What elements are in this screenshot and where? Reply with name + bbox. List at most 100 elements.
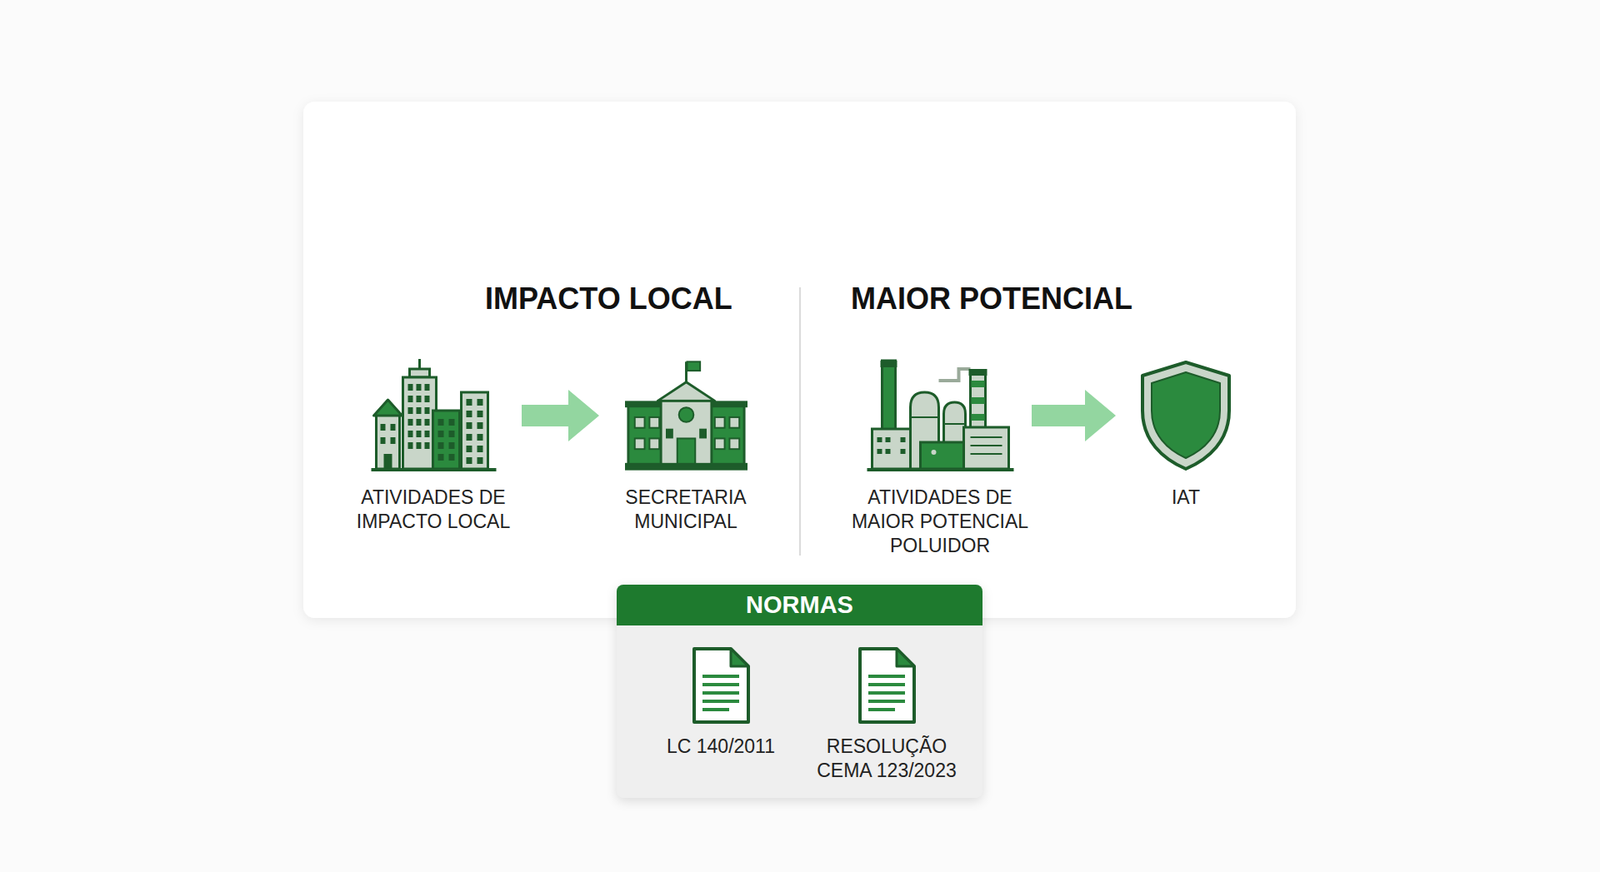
window-shape bbox=[729, 417, 740, 429]
chimney-stripe bbox=[970, 397, 985, 405]
window-shape bbox=[424, 419, 430, 426]
factory-icon bbox=[866, 359, 1015, 473]
window-shape bbox=[476, 434, 483, 441]
round-window bbox=[678, 407, 694, 423]
window-shape bbox=[437, 419, 444, 426]
window-shape bbox=[476, 422, 483, 430]
document-line bbox=[702, 675, 740, 679]
pediment-shape bbox=[657, 382, 715, 402]
document-line bbox=[868, 683, 905, 687]
vent-line bbox=[970, 436, 1002, 439]
node-label: SECRETARIA MUNICIPAL bbox=[610, 485, 761, 535]
window-shape bbox=[465, 410, 472, 418]
document-outline bbox=[694, 649, 749, 723]
window-shape bbox=[437, 454, 444, 461]
window-shape bbox=[448, 430, 455, 438]
ground-line bbox=[866, 468, 1014, 472]
roof-shape bbox=[373, 400, 402, 416]
node-label: IAT bbox=[1127, 485, 1245, 510]
document-line bbox=[702, 691, 740, 695]
window-shape bbox=[634, 438, 645, 450]
window-shape bbox=[415, 395, 421, 403]
window-shape bbox=[714, 438, 725, 450]
window-shape bbox=[415, 407, 421, 415]
window-shape bbox=[424, 384, 430, 391]
silo-band bbox=[943, 423, 965, 425]
building-shape bbox=[402, 377, 436, 470]
window-shape bbox=[415, 384, 421, 391]
doc-icon bbox=[690, 646, 751, 725]
ground-line bbox=[370, 468, 496, 472]
building-shape bbox=[963, 427, 1009, 470]
document-fold bbox=[730, 649, 749, 667]
chimney-stripe bbox=[970, 414, 985, 421]
window-shape bbox=[437, 442, 444, 450]
window-shape bbox=[407, 430, 413, 438]
window-shape bbox=[380, 437, 385, 445]
wing-shape bbox=[707, 405, 744, 465]
node-label: ATIVIDADES DE MAIOR POTENCIAL POLUIDOR bbox=[840, 485, 1040, 559]
window-shape bbox=[407, 384, 413, 391]
document-line bbox=[868, 675, 905, 679]
window-shape bbox=[415, 430, 421, 438]
window-shape bbox=[699, 429, 707, 440]
window-shape bbox=[465, 399, 472, 406]
window-shape bbox=[424, 430, 430, 438]
window-shape bbox=[448, 454, 455, 461]
window-shape bbox=[437, 430, 444, 438]
flow-arrow bbox=[521, 390, 600, 442]
chimney-stripe bbox=[970, 380, 985, 388]
window-shape bbox=[900, 449, 905, 455]
shield-icon bbox=[1137, 359, 1235, 473]
window-shape bbox=[714, 417, 725, 429]
group-box: NORMAS LC 140/2011 RESOLUÇÃO CEMA 123/2023 bbox=[616, 585, 983, 799]
silo-band bbox=[910, 416, 939, 419]
window-shape bbox=[390, 424, 395, 431]
icon-node: RESOLUÇÃO CEMA 123/2023 bbox=[803, 646, 970, 784]
window-shape bbox=[476, 445, 483, 453]
document-outline bbox=[860, 649, 915, 723]
facade-shape bbox=[660, 400, 712, 465]
building-shape bbox=[375, 414, 400, 470]
window-shape bbox=[465, 457, 472, 465]
city-icon bbox=[370, 359, 498, 473]
node-label: LC 140/2011 bbox=[650, 735, 792, 760]
gov-icon bbox=[625, 359, 748, 473]
icon-node: IAT bbox=[1127, 359, 1245, 510]
pipe-line bbox=[938, 369, 970, 381]
shield-inner bbox=[1151, 372, 1220, 459]
card-panel bbox=[303, 101, 1296, 619]
vent-line bbox=[970, 445, 1002, 447]
chimney-top bbox=[880, 360, 897, 368]
chimney-top bbox=[968, 369, 987, 376]
panel-header: NORMAS bbox=[616, 585, 983, 626]
node-label: RESOLUÇÃO CEMA 123/2023 bbox=[803, 735, 970, 784]
window-shape bbox=[476, 410, 483, 418]
document-line bbox=[702, 700, 740, 704]
document-fold bbox=[896, 649, 915, 667]
icon-node: SECRETARIA MUNICIPAL bbox=[610, 359, 761, 535]
document-line bbox=[868, 691, 905, 695]
building-shape bbox=[432, 410, 460, 470]
icon-node: LC 140/2011 bbox=[650, 646, 792, 760]
antenna-line bbox=[418, 359, 421, 370]
window-shape bbox=[876, 437, 882, 443]
document-line bbox=[702, 708, 730, 712]
section-heading: MAIOR POTENCIAL bbox=[850, 280, 1133, 318]
node-label: ATIVIDADES DE IMPACTO LOCAL bbox=[336, 485, 530, 535]
section-heading: IMPACTO LOCAL bbox=[485, 280, 733, 318]
door-shape bbox=[383, 454, 392, 470]
window-shape bbox=[634, 417, 645, 429]
window-shape bbox=[407, 407, 413, 415]
light-dot bbox=[930, 450, 936, 455]
window-shape bbox=[415, 419, 421, 426]
window-shape bbox=[465, 422, 472, 430]
window-shape bbox=[390, 437, 395, 445]
window-shape bbox=[885, 437, 890, 443]
window-shape bbox=[876, 449, 882, 455]
window-shape bbox=[415, 442, 421, 450]
building-shape bbox=[460, 392, 488, 470]
